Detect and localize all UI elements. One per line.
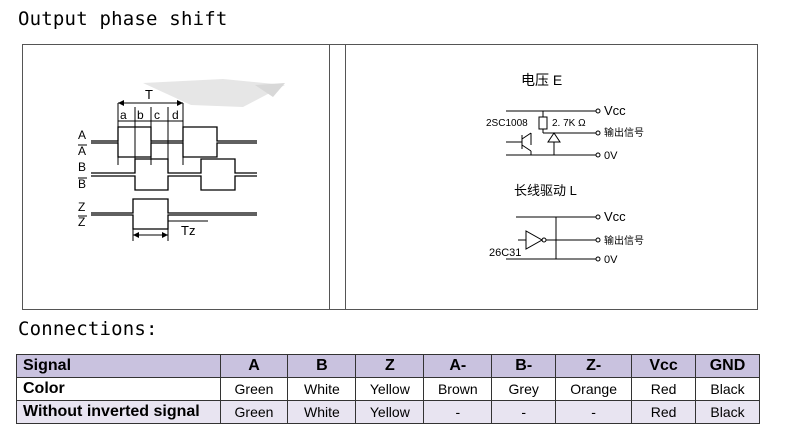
period-label: T <box>145 87 153 102</box>
header-cell: Z <box>355 354 425 378</box>
transistor-emitter <box>521 144 532 152</box>
output-circuits: 电压 E Vcc 2SC1008 2. 7K Ω 输出信号 0V 长线驱动 L … <box>486 72 644 266</box>
circuit-e-title: 电压 E <box>521 72 562 88</box>
label-z-inverted: Z <box>78 215 85 229</box>
section-title-connections: Connections: <box>18 318 158 340</box>
transistor-collector <box>521 132 532 140</box>
table-cell: Grey <box>491 377 557 401</box>
circuit-l-title: 长线驱动 L <box>514 183 577 198</box>
table-cell: Green <box>219 377 289 401</box>
wave-a-inverted <box>91 142 257 158</box>
circuit-l-driver: 26C31 <box>489 247 521 259</box>
wave-z <box>91 198 257 214</box>
background-shade-2 <box>255 83 285 97</box>
output-circuit-panel: 电压 E Vcc 2SC1008 2. 7K Ω 输出信号 0V 长线驱动 L … <box>346 45 757 309</box>
circuit-e-vcc: Vcc <box>604 103 626 118</box>
label-z: Z <box>78 200 85 214</box>
period-arrow-left <box>118 100 124 106</box>
sub-d: d <box>172 108 179 122</box>
circuit-e-ov: 0V <box>604 150 618 162</box>
circuit-e-resistor: 2. 7K Ω <box>552 118 586 129</box>
header-cell: A- <box>423 354 493 378</box>
circuit-e-transistor: 2SC1008 <box>486 118 528 129</box>
sub-c: c <box>154 108 160 122</box>
header-cell: Vcc <box>631 354 697 378</box>
wave-b-inverted <box>91 175 257 191</box>
vcc-terminal-e <box>595 108 601 114</box>
wave-a <box>91 126 257 142</box>
wave-z-inverted <box>91 214 257 230</box>
table-cell: Yellow <box>355 377 425 401</box>
table-cell: Yellow <box>355 400 425 424</box>
table-cell: Black <box>695 377 760 401</box>
table-cell: White <box>287 400 357 424</box>
header-cell: B- <box>491 354 557 378</box>
circuit-l-ov: 0V <box>604 254 618 266</box>
header-cell: Z- <box>555 354 633 378</box>
output-terminal-e <box>595 130 601 136</box>
label-a: A <box>78 128 86 142</box>
sub-b: b <box>137 108 144 122</box>
label-b: B <box>78 160 86 174</box>
label-b-inverted: B <box>78 177 86 191</box>
table-header-row: Signal A B Z A- B- Z- Vcc GND <box>16 354 760 378</box>
period-arrow-right <box>177 100 183 106</box>
table-cell: Color <box>16 377 221 401</box>
output-terminal-l <box>595 237 601 243</box>
table-cell: Brown <box>423 377 493 401</box>
vcc-terminal-l <box>595 214 601 220</box>
table-cell: Red <box>631 400 697 424</box>
resistor <box>538 116 548 130</box>
table-row: Without inverted signal Green White Yell… <box>16 400 760 424</box>
circuit-e-output: 输出信号 <box>604 126 644 139</box>
header-cell: GND <box>695 354 760 378</box>
table-cell: - <box>555 400 633 424</box>
header-cell: Signal <box>16 354 221 378</box>
header-cell: A <box>219 354 289 378</box>
table-cell: Black <box>695 400 760 424</box>
background-shade <box>143 79 285 107</box>
circuit-l-output: 输出信号 <box>604 234 644 247</box>
table-cell: Orange <box>555 377 633 401</box>
panel-divider <box>329 45 346 309</box>
circuit-l-vcc: Vcc <box>604 209 626 224</box>
wave-b <box>91 158 257 174</box>
section-title-phase-shift: Output phase shift <box>18 8 228 30</box>
connections-table: Signal A B Z A- B- Z- Vcc GND Color Gree… <box>16 354 760 424</box>
diagram-frame: T a b c d A A B B Z Z <box>22 44 758 310</box>
protection-diode <box>547 132 561 143</box>
table-cell: - <box>491 400 557 424</box>
tz-arrow-right <box>162 232 168 238</box>
label-a-inverted: A <box>78 144 86 158</box>
ground-terminal-e <box>595 152 601 158</box>
timing-diagram: T a b c d A A B B Z Z <box>78 79 285 241</box>
tz-arrow-left <box>133 232 139 238</box>
timing-diagram-panel: T a b c d A A B B Z Z <box>23 45 329 309</box>
table-cell: Red <box>631 377 697 401</box>
table-cell: White <box>287 377 357 401</box>
ground-terminal-l <box>595 256 601 262</box>
table-row: Color Green White Yellow Brown Grey Oran… <box>16 377 760 401</box>
header-cell: B <box>287 354 357 378</box>
sub-a: a <box>120 108 127 122</box>
table-cell: Without inverted signal <box>16 400 221 424</box>
table-cell: Green <box>219 400 289 424</box>
line-driver <box>525 230 544 250</box>
tz-label: Tz <box>181 223 195 238</box>
table-cell: - <box>423 400 493 424</box>
